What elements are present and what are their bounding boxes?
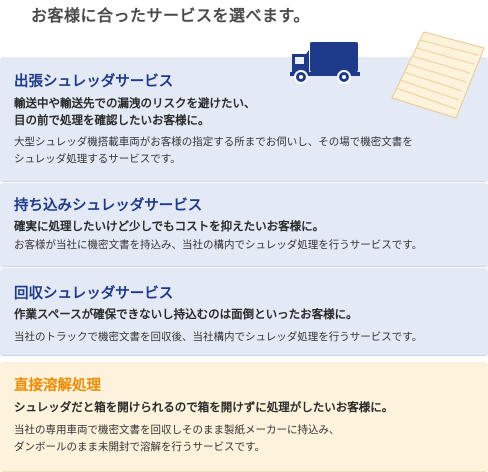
- service-lead-line: 確実に処理したいけど少しでもコストを抑えたいお客様に。: [14, 219, 325, 233]
- service-desc-line: ダンボールのまま未開封で溶解を行うサービスです。: [14, 441, 265, 453]
- service-lead-line: 作業スペースが確保できないし持込むのは面倒といったお客様に。: [14, 307, 358, 321]
- service-desc-line: 当社のトラックで機密文書を回収後、当社構内でシュレッダ処理を行うサービスです。: [14, 331, 423, 343]
- service-title: 直接溶解処理: [14, 378, 101, 394]
- service-lead-line: 輸送中や輸送先での漏洩のリスクを避けたい、: [14, 96, 256, 110]
- service-card-collection: 回収シュレッダサービス 作業スペースが確保できないし持込むのは面倒といったお客様…: [0, 268, 488, 356]
- shredded-paper-icon: [391, 31, 485, 119]
- service-desc-line: 当社の専用車両で機密文書を回収しそのまま製紙メーカーに持込み、: [14, 424, 340, 436]
- service-lead-line: 目の前で処理を確認したいお客様に。: [14, 113, 210, 127]
- service-title: 回収シュレッダサービス: [14, 286, 174, 302]
- service-desc-line: 大型シュレッダ機搭載車両がお客様の指定する所までお伺いし、その場で機密文書を: [14, 136, 413, 148]
- service-title: 出張シュレッダサービス: [14, 74, 174, 90]
- service-card-bring-in: 持ち込みシュレッダサービス 確実に処理したいけど少しでもコストを抑えたいお客様に…: [0, 183, 488, 267]
- service-desc-line: お客様が当社に機密文書を持込み、当社の構内でシュレッダ処理を行うサービスです。: [14, 239, 423, 251]
- service-card-direct-dissolution: 直接溶解処理 シュレッダだと箱を開けられるので箱を開けずに処理がしたいお客様に。…: [0, 362, 488, 472]
- truck-icon: [290, 42, 360, 84]
- service-lead-line: シュレッダだと箱を開けられるので箱を開けずに処理がしたいお客様に。: [14, 400, 394, 414]
- service-title: 持ち込みシュレッダサービス: [14, 198, 203, 214]
- page-heading: お客様に合ったサービスを選べます。: [31, 6, 310, 25]
- service-desc-line: シュレッダ処理するサービスです。: [14, 153, 181, 165]
